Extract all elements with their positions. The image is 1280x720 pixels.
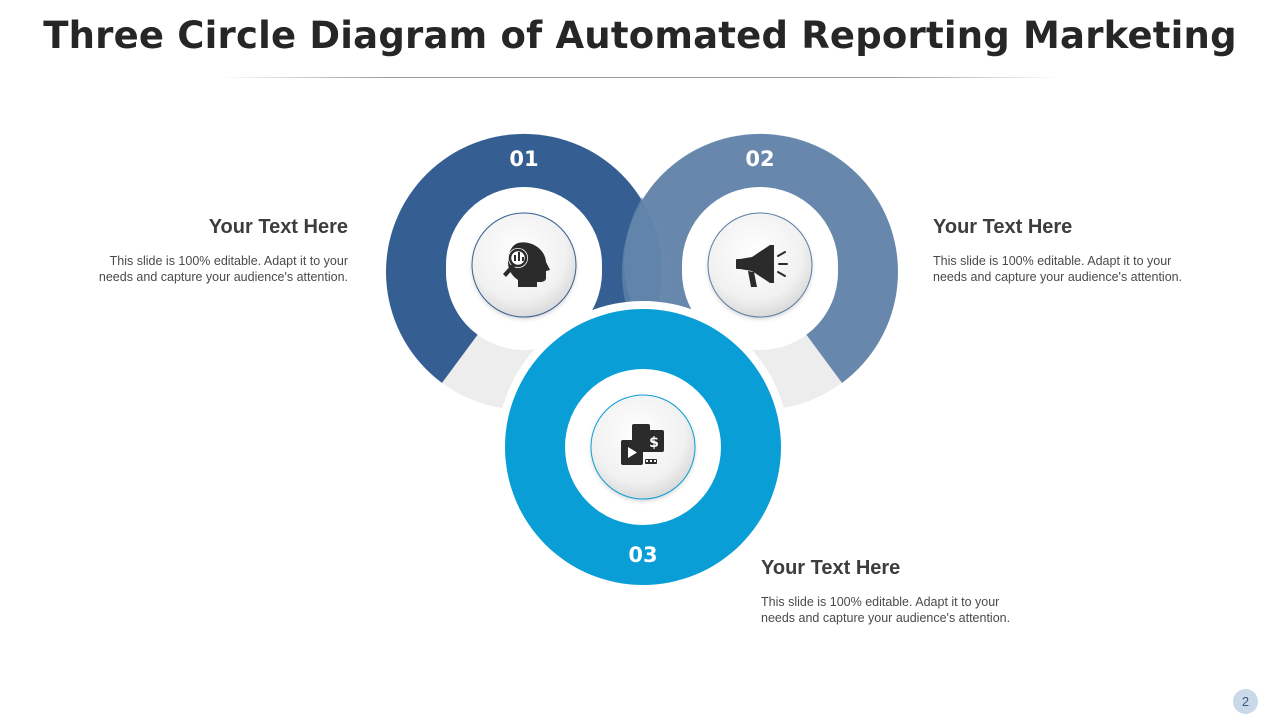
text-block-1-heading: Your Text Here	[208, 216, 348, 238]
text-block-3-body: This slide is 100% editable. Adapt it to…	[761, 595, 1011, 625]
text-block-1: Your Text Here This slide is 100% editab…	[78, 216, 348, 285]
circle-number-01: 01	[509, 147, 538, 171]
megaphone-icon	[736, 245, 788, 287]
text-block-2-heading: Your Text Here	[933, 216, 1073, 238]
text-block-2: Your Text Here This slide is 100% editab…	[933, 216, 1203, 285]
text-block-1-body: This slide is 100% editable. Adapt it to…	[98, 254, 348, 284]
circle-number-02: 02	[745, 147, 774, 171]
text-block-3-heading: Your Text Here	[761, 557, 901, 579]
text-block-2-body: This slide is 100% editable. Adapt it to…	[933, 254, 1183, 284]
text-block-3: Your Text Here This slide is 100% editab…	[761, 557, 1031, 626]
svg-text:$: $	[649, 435, 659, 451]
circle-number-03: 03	[628, 543, 657, 567]
title-divider	[220, 77, 1060, 78]
slide-title: Three Circle Diagram of Automated Report…	[43, 14, 1237, 57]
page-number: 2	[1233, 689, 1258, 714]
digital-payment-icon: $	[621, 424, 664, 465]
head-magnifier-icon	[503, 242, 550, 287]
